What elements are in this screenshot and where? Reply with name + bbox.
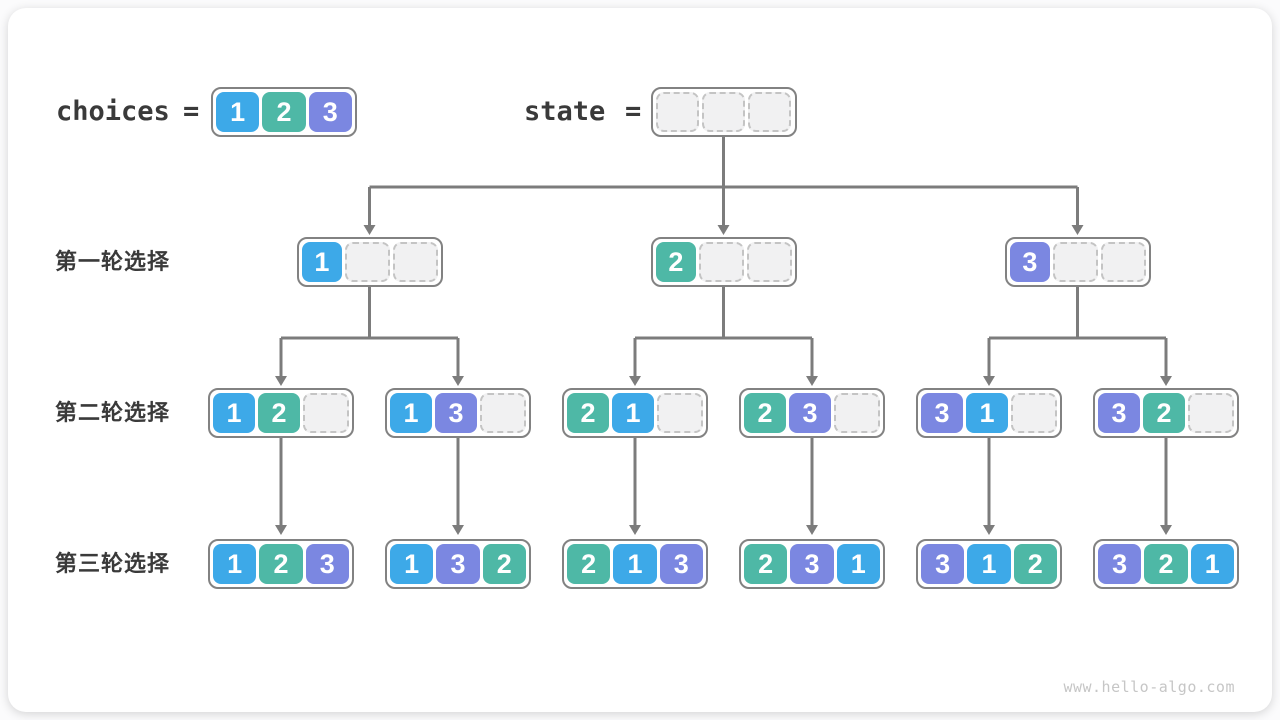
value-cell-3: 3 <box>789 393 831 433</box>
value-cell-1: 1 <box>301 242 343 282</box>
value-cell-3: 3 <box>921 393 963 433</box>
empty-slot <box>392 242 438 282</box>
empty-slot <box>480 393 526 433</box>
empty-slot <box>746 242 792 282</box>
value-cell-3: 3 <box>790 544 834 584</box>
value-cell-1: 1 <box>390 393 432 433</box>
round-label-2: 第二轮选择 <box>55 400 171 425</box>
value-cell-1: 1 <box>612 393 654 433</box>
value-cell-1: 1 <box>836 544 880 584</box>
empty-slot <box>834 393 880 433</box>
node-2__: 2 <box>650 237 797 287</box>
value-cell-2: 2 <box>482 544 526 584</box>
choices-label: choices <box>56 96 170 127</box>
value-cell-3: 3 <box>1098 393 1140 433</box>
empty-slot <box>657 393 703 433</box>
value-cell-1: 1 <box>213 393 255 433</box>
value-cell-3: 3 <box>659 544 703 584</box>
value-cell-2: 2 <box>262 92 306 132</box>
empty-slot <box>1188 393 1234 433</box>
value-cell-2: 2 <box>259 544 303 584</box>
value-cell-1: 1 <box>390 544 434 584</box>
value-cell-2: 2 <box>1013 544 1057 584</box>
round-label-1: 第一轮选择 <box>55 249 171 274</box>
watermark: www.hello-algo.com <box>1063 678 1235 696</box>
empty-slot <box>1100 242 1146 282</box>
value-cell-2: 2 <box>258 393 300 433</box>
empty-slot <box>748 92 792 132</box>
empty-slot <box>345 242 390 282</box>
value-cell-2: 2 <box>744 393 786 433</box>
value-cell-3: 3 <box>436 544 480 584</box>
empty-slot <box>699 242 744 282</box>
value-cell-1: 1 <box>966 393 1008 433</box>
value-cell-1: 1 <box>967 544 1011 584</box>
value-cell-2: 2 <box>1143 393 1185 433</box>
value-cell-2: 2 <box>567 393 609 433</box>
empty-slot <box>1011 393 1057 433</box>
value-cell-3: 3 <box>305 544 349 584</box>
value-cell-2: 2 <box>567 544 611 584</box>
value-cell-1: 1 <box>613 544 657 584</box>
empty-slot <box>1053 242 1098 282</box>
node-1__: 1 <box>296 237 443 287</box>
equals-sign: = <box>183 96 200 127</box>
value-cell-3: 3 <box>1098 544 1142 584</box>
value-cell-3: 3 <box>435 393 477 433</box>
value-cell-2: 2 <box>655 242 697 282</box>
value-cell-2: 2 <box>744 544 788 584</box>
value-cell-1: 1 <box>216 92 260 132</box>
state-label: state <box>524 96 606 127</box>
value-cell-3: 3 <box>308 92 352 132</box>
round-label-3: 第三轮选择 <box>55 551 171 576</box>
state-array <box>650 87 797 137</box>
value-cell-3: 3 <box>921 544 965 584</box>
value-cell-2: 2 <box>1144 544 1188 584</box>
empty-slot <box>303 393 349 433</box>
value-cell-3: 3 <box>1009 242 1051 282</box>
empty-slot <box>701 92 746 132</box>
value-cell-1: 1 <box>1190 544 1234 584</box>
value-cell-1: 1 <box>213 544 257 584</box>
empty-slot <box>655 92 699 132</box>
node-3__: 3 <box>1004 237 1151 287</box>
equals-sign: = <box>625 96 642 127</box>
